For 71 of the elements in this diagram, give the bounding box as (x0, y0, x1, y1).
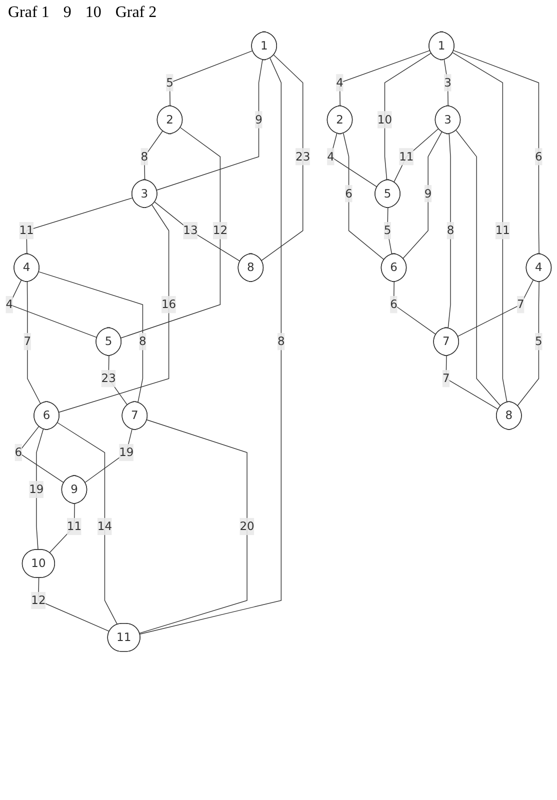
connector (446, 356, 499, 410)
edge-label: 9 (255, 112, 262, 126)
connector (36, 428, 44, 550)
connector (448, 134, 451, 329)
note-text: 10 (85, 4, 102, 22)
edge-label: 5 (166, 76, 174, 90)
edge-label: 8 (278, 334, 285, 348)
connector (38, 577, 110, 632)
note-text: 9 (63, 4, 72, 22)
connector (49, 504, 75, 554)
connector (330, 132, 378, 188)
connector (154, 202, 241, 262)
connector (108, 356, 128, 406)
connector (394, 128, 439, 183)
edge-label: 11 (19, 223, 34, 238)
edge-label: 19 (119, 445, 134, 459)
edge-label: 4 (336, 76, 344, 90)
edge-label: 20 (240, 519, 254, 533)
edge-label: 6 (14, 445, 22, 459)
connector (452, 52, 508, 403)
connector (156, 59, 263, 191)
connector (139, 420, 248, 634)
edge-label: 8 (140, 150, 148, 164)
note-text: Graf 2 (115, 4, 157, 22)
edge-label: 6 (345, 186, 352, 200)
connector (444, 59, 448, 106)
connector (26, 197, 134, 254)
connector (342, 132, 385, 260)
edge-label: 12 (31, 593, 46, 607)
edge-label: 10 (377, 112, 392, 126)
edge-label: 12 (212, 223, 228, 238)
edge-label: 23 (101, 371, 116, 386)
connector (58, 204, 170, 413)
connector (384, 52, 432, 180)
edge-label: 3 (444, 76, 452, 90)
edge-label: 4 (327, 150, 334, 164)
connector (169, 50, 254, 106)
note-text: Graf 1 (8, 4, 50, 22)
connector (402, 131, 442, 259)
edge-label: 11 (66, 519, 82, 533)
edge-label: 11 (495, 223, 510, 238)
edge-label: 6 (390, 297, 398, 312)
connector (339, 50, 430, 106)
connector (517, 282, 540, 406)
edge-label: 7 (517, 297, 524, 312)
edge-label: 11 (399, 150, 414, 164)
connector (456, 130, 502, 406)
connector (84, 428, 132, 483)
edge-label: 19 (29, 482, 44, 496)
edge-label: 6 (535, 150, 542, 164)
edge-label: 7 (24, 334, 32, 348)
edge-label: 14 (97, 519, 112, 533)
connector (393, 282, 436, 335)
edge-label: 8 (139, 334, 146, 348)
edge-label: 4 (6, 297, 14, 312)
edge-label: 7 (442, 371, 450, 386)
edge-label: 5 (535, 334, 542, 348)
connector (120, 127, 221, 338)
edge-label: 8 (446, 223, 454, 238)
edge-label: 5 (384, 223, 392, 238)
edge-label: 16 (161, 297, 176, 312)
connector (38, 271, 144, 403)
edge-label: 23 (296, 150, 310, 164)
connector (57, 422, 118, 625)
edge-label: 13 (183, 223, 198, 238)
edge-label: 9 (424, 186, 432, 200)
connector (453, 50, 540, 254)
connector (140, 58, 282, 634)
connector (457, 280, 534, 337)
connector (261, 54, 304, 261)
connector (26, 282, 42, 404)
